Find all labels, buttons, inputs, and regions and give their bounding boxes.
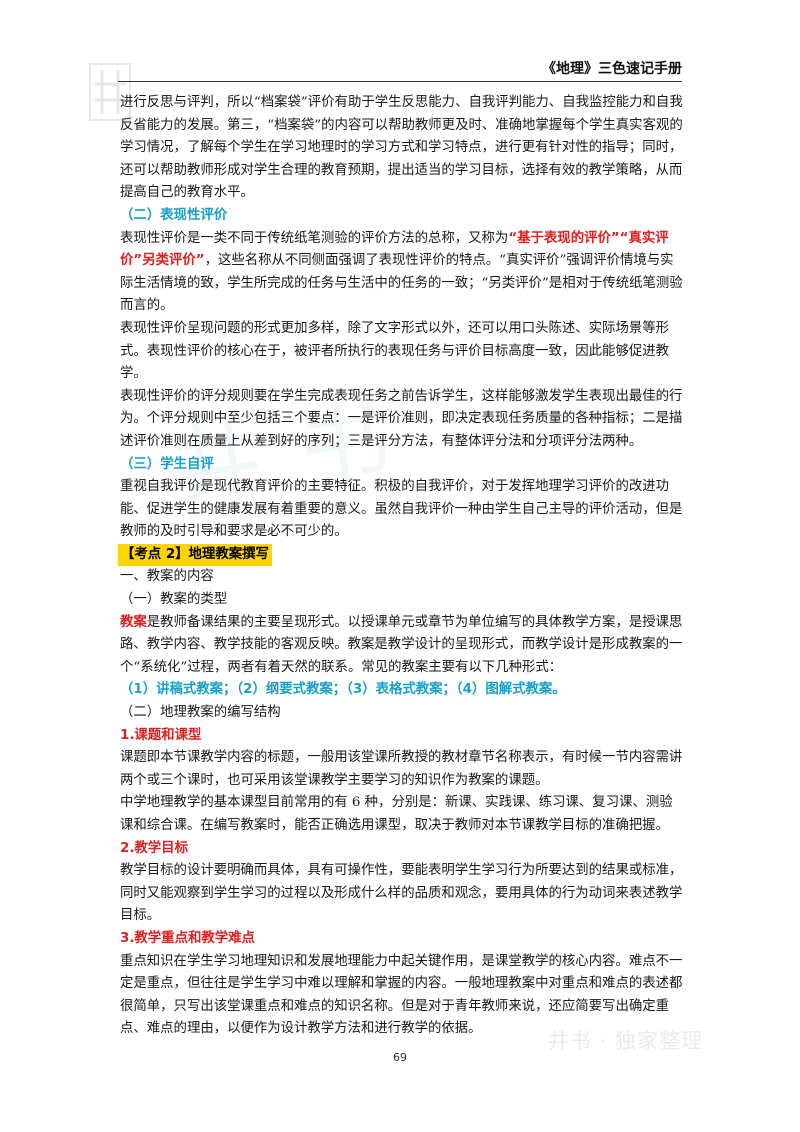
self-eval-paragraph: 重视自我评价是现代教育评价的主要特征。积极的自我评价，对于发挥地理学习评价的改进… (120, 479, 683, 540)
subheading-structure: （二）地理教案的编写结构 (120, 705, 281, 721)
item-heading: 1.课题和课型 (120, 727, 202, 743)
item-paragraph: 课题即本节课教学内容的标题，一般用该堂课所教授的教材章节名称表示，有时候一节内容… (120, 750, 683, 788)
item-paragraph: 教学目标的设计要明确而具体，具有可操作性，要能表明学生学习行为所要达到的结果或标… (120, 863, 683, 924)
header-divider (118, 81, 682, 82)
text-span: 是教师备课结果的主要呈现形式。以授课单元或章节为单位编写的具体教学方案，是授课思… (120, 614, 683, 675)
logo-watermark-icon (89, 63, 131, 121)
item-paragraph: 中学地理教学的基本课型目前常用的有 6 种，分别是：新课、实践课、练习课、复习课… (120, 795, 673, 833)
item-paragraph: 重点知识在学生学习地理知识和发展地理能力中起关键作用，是课堂教学的核心内容。难点… (120, 953, 683, 1037)
subheading-types: （一）教案的类型 (120, 592, 228, 608)
lesson-plan-paragraph: 教案是教师备课结果的主要呈现形式。以授课单元或章节为单位编写的具体教学方案，是授… (120, 612, 685, 680)
text-span: ，这些名称从不同侧面强调了表现性评价的特点。“真实评价”强调评价情境与实际生活情… (120, 253, 683, 314)
highlight-text: “基于表现的评价”“真实评价”另类评价” (120, 230, 669, 269)
section-heading-self-eval: （三）学生自评 (120, 456, 214, 472)
text-span: 表现性评价是一类不同于传统纸笔测验的评价方法的总称，又称为 (120, 230, 509, 246)
performance-paragraph-3: 表现性评价的评分规则要在学生完成表现任务之前告诉学生，这样能够激发学生表现出最佳… (120, 388, 683, 449)
footer-watermark: 井书 · 独家整理 (548, 1029, 704, 1053)
highlight-term: 教案 (120, 614, 147, 630)
page-number: 69 (393, 1051, 407, 1064)
lesson-plan-types: （1）讲稿式教案；（2）纲要式教案；（3）表格式教案；（4）图解式教案。 (120, 682, 566, 698)
kaodian-row: 【考点 2】地理教案撰写 (118, 543, 685, 567)
kaodian-badge: 【考点 2】地理教案撰写 (118, 543, 272, 567)
item-heading: 2.教学目标 (120, 840, 188, 856)
performance-paragraph-1: 表现性评价是一类不同于传统纸笔测验的评价方法的总称，又称为“基于表现的评价”“真… (120, 228, 685, 318)
section-heading-performance: （二）表现性评价 (120, 207, 228, 223)
intro-paragraph: 进行反思与评判，所以“档案袋”评价有助于学生反思能力、自我评判能力、自我监控能力… (120, 95, 683, 201)
item-heading: 3.教学重点和教学难点 (120, 930, 255, 946)
part-heading: 一、教案的内容 (120, 569, 214, 585)
page-header-title: 《地理》三色速记手册 (542, 61, 682, 77)
page-content: 进行反思与评判，所以“档案袋”评价有助于学生反思能力、自我评判能力、自我监控能力… (118, 92, 685, 1041)
performance-paragraph-2: 表现性评价呈现问题的形式更加多样，除了文字形式以外，还可以用口头陈述、实际场景等… (120, 320, 670, 382)
